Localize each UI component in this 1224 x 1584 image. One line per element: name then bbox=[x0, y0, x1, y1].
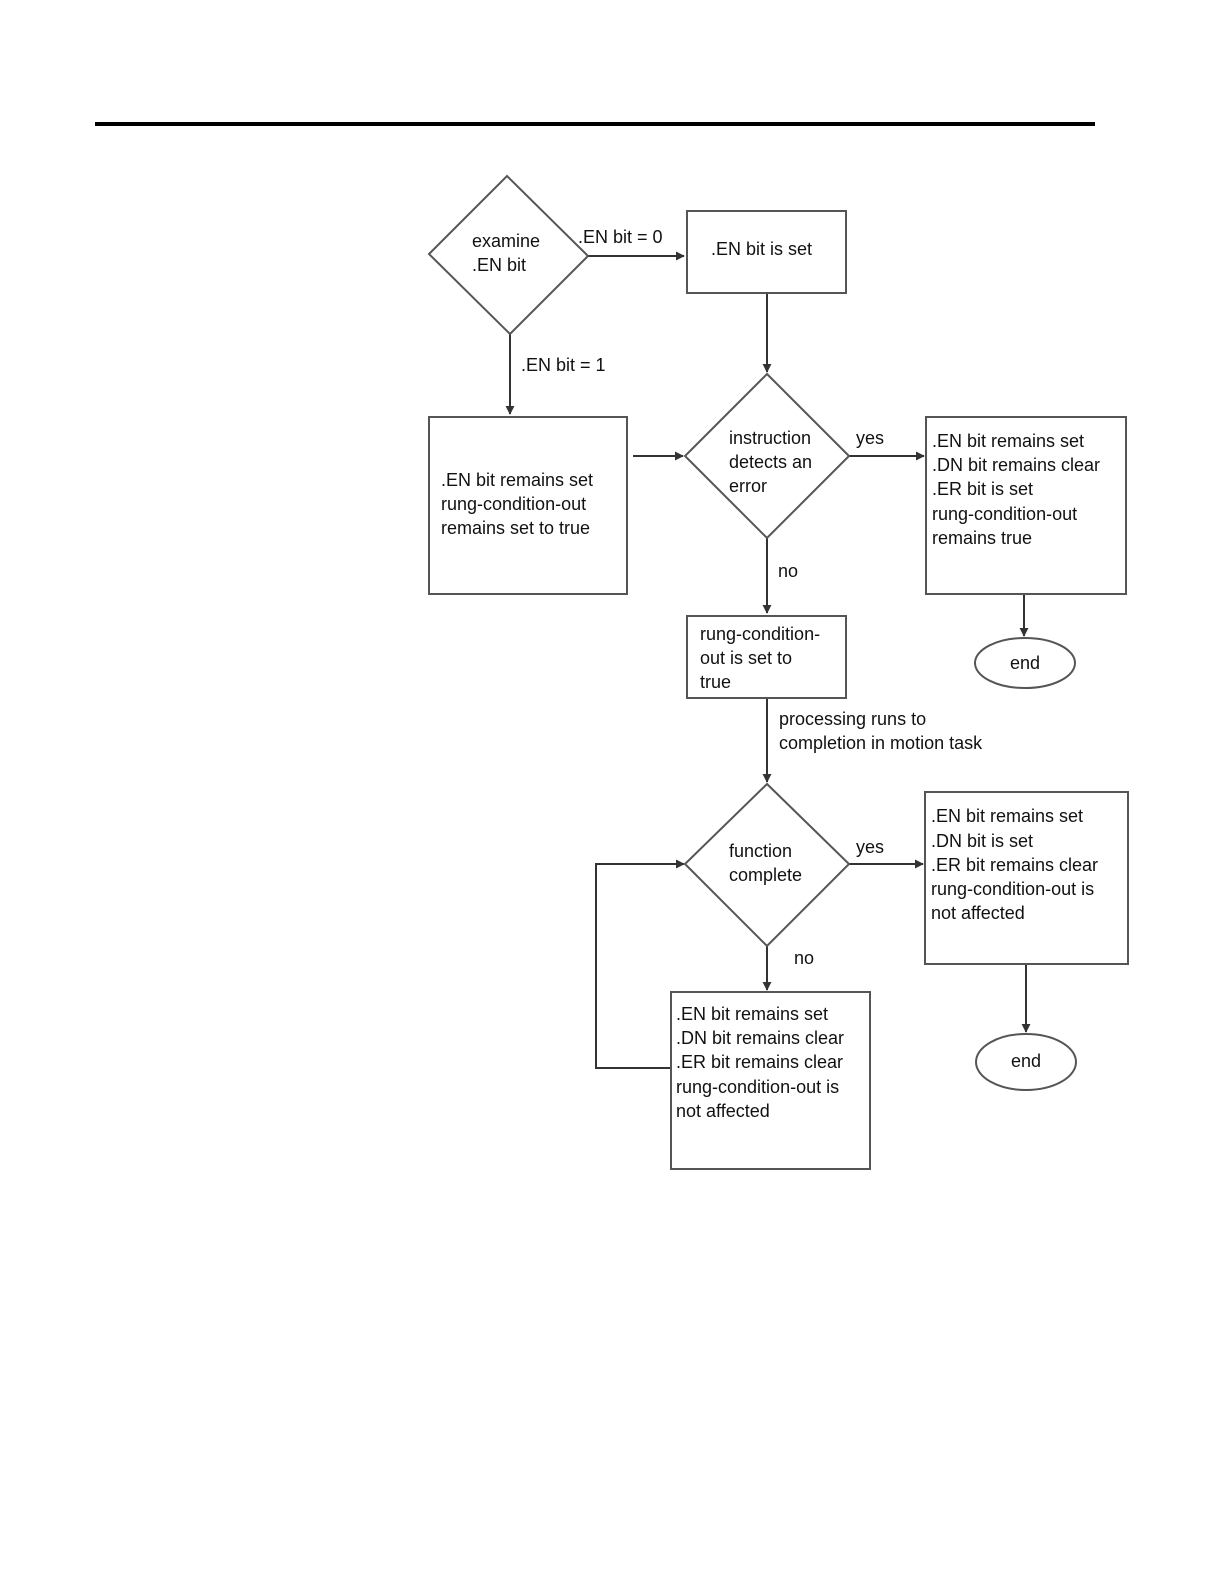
label-no-complete: no bbox=[794, 948, 814, 968]
node-text: .EN bit remains set .DN bit remains clea… bbox=[676, 1004, 849, 1121]
node-text: .EN bit is set bbox=[711, 239, 812, 259]
terminal-ellipse bbox=[975, 1033, 1077, 1091]
node-end-1: end bbox=[974, 637, 1076, 689]
node-text: end bbox=[1010, 653, 1040, 673]
node-text: function complete bbox=[729, 841, 802, 885]
process-box bbox=[686, 210, 847, 294]
process-box bbox=[924, 791, 1129, 965]
label-no-error: no bbox=[778, 561, 798, 581]
node-text: .EN bit remains set .DN bit remains clea… bbox=[932, 431, 1105, 548]
terminal-ellipse bbox=[974, 637, 1076, 689]
process-box bbox=[670, 991, 871, 1170]
node-text: .EN bit remains set rung-condition-out r… bbox=[441, 470, 598, 538]
label-processing: processing runs to completion in motion … bbox=[779, 709, 983, 753]
connectors bbox=[505, 251, 1031, 1069]
label-yes-error: yes bbox=[856, 428, 884, 448]
decision-diamond bbox=[683, 782, 851, 948]
edge-wait-loop-back bbox=[595, 859, 685, 1069]
decision-diamond bbox=[427, 174, 590, 336]
node-examine: examine .EN bit bbox=[427, 174, 590, 336]
node-text: instruction detects an error bbox=[729, 428, 817, 496]
node-done-state: .EN bit remains set .DN bit is set .ER b… bbox=[924, 791, 1129, 965]
node-text: rung-condition- out is set to true bbox=[700, 624, 825, 692]
node-en-set: .EN bit is set bbox=[686, 210, 847, 294]
node-text: end bbox=[1011, 1051, 1041, 1071]
process-box bbox=[925, 416, 1127, 595]
header-rule bbox=[95, 122, 1095, 126]
node-end-2: end bbox=[975, 1033, 1077, 1091]
decision-diamond bbox=[683, 372, 851, 540]
process-box bbox=[686, 615, 847, 699]
node-detects-error: instruction detects an error bbox=[683, 372, 851, 540]
label-en-bit-0: .EN bit = 0 bbox=[578, 227, 663, 247]
node-en-remains: .EN bit remains set rung-condition-out r… bbox=[428, 416, 628, 595]
node-function-complete: function complete bbox=[683, 782, 851, 948]
label-en-bit-1: .EN bit = 1 bbox=[521, 355, 606, 375]
node-error-state: .EN bit remains set .DN bit remains clea… bbox=[925, 416, 1127, 595]
node-text: examine .EN bit bbox=[472, 231, 545, 275]
process-box bbox=[428, 416, 628, 595]
node-text: .EN bit remains set .DN bit is set .ER b… bbox=[931, 806, 1103, 923]
node-rco-true: rung-condition- out is set to true bbox=[686, 615, 847, 699]
edge-labels: .EN bit = 0 .EN bit = 1 yes no processin… bbox=[521, 227, 983, 968]
node-wait-state: .EN bit remains set .DN bit remains clea… bbox=[670, 991, 871, 1170]
label-yes-complete: yes bbox=[856, 837, 884, 857]
